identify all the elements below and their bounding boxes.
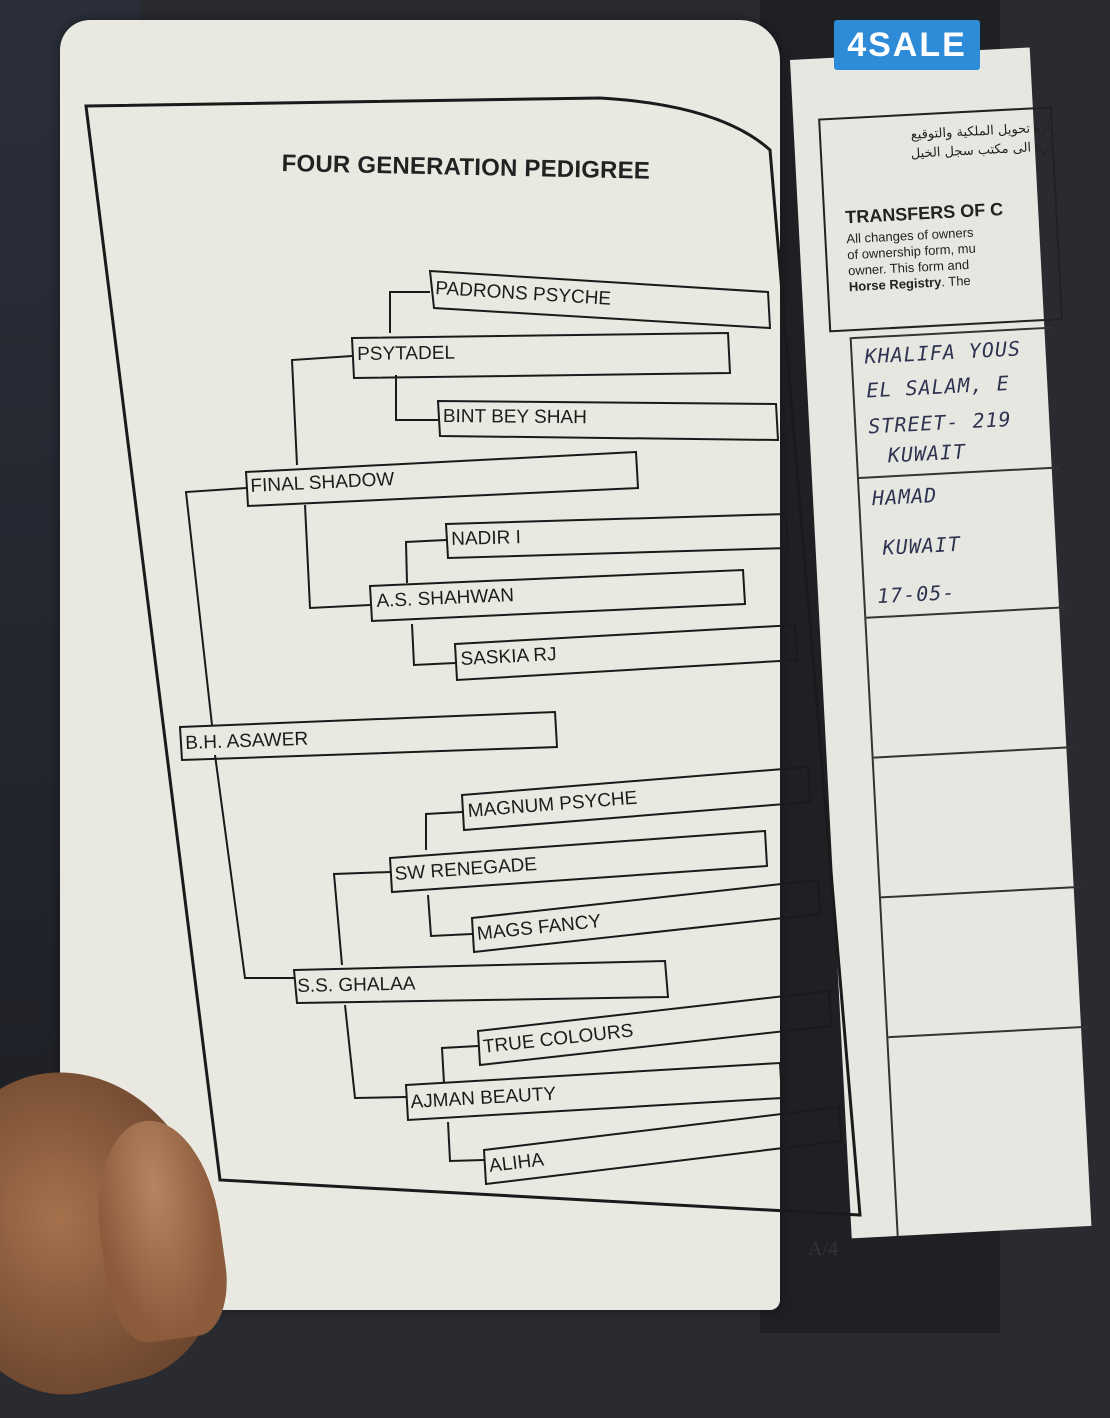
connector-line	[404, 539, 447, 584]
connector-line	[427, 894, 473, 938]
gen2-dam: S.S. GHALAA	[297, 973, 416, 997]
connector-line	[290, 355, 353, 466]
gen4-sire-sire-dam: BINT BEY SHAH	[442, 406, 587, 429]
box-final-shadow	[244, 450, 640, 508]
connector-line	[214, 754, 294, 979]
page-number: A/4	[808, 1238, 838, 1260]
box-sw-renegade	[388, 829, 769, 894]
box-ss-ghalaa	[292, 959, 670, 1005]
connector-line	[332, 871, 391, 966]
box-aliha	[482, 1105, 843, 1186]
subject-horse: B.H. ASAWER	[185, 728, 309, 754]
connector-line	[425, 811, 463, 850]
connector-line	[304, 504, 371, 610]
box-true-colours	[476, 989, 833, 1067]
connector-line	[395, 375, 438, 421]
connector-lines	[184, 291, 485, 1163]
box-ajman-beauty	[404, 1061, 784, 1122]
connector-line	[344, 1004, 407, 1100]
connector-line	[440, 1045, 479, 1084]
connector-line	[389, 291, 430, 333]
box-bh-asawer	[178, 710, 559, 762]
connector-line	[184, 487, 247, 726]
box-padrons-psyche	[428, 269, 772, 330]
gen4-sire-dam-sire: NADIR I	[451, 527, 522, 550]
box-psytadel	[350, 331, 732, 380]
page-frame	[84, 96, 862, 1217]
box-as-shahwan	[368, 568, 747, 623]
pedigree-chart	[84, 96, 862, 1217]
watermark-logo: 4SALE	[834, 20, 980, 70]
connector-line	[411, 623, 456, 667]
gen3-sire-sire: PSYTADEL	[357, 342, 456, 365]
box-mags-fancy	[470, 878, 822, 954]
name-boxes	[178, 269, 843, 1186]
connector-line	[447, 1121, 485, 1163]
box-nadir-i	[444, 512, 790, 560]
box-bint-bey-shah	[436, 399, 780, 442]
box-magnum-psyche	[460, 765, 812, 832]
box-saskia-rj	[453, 623, 799, 682]
